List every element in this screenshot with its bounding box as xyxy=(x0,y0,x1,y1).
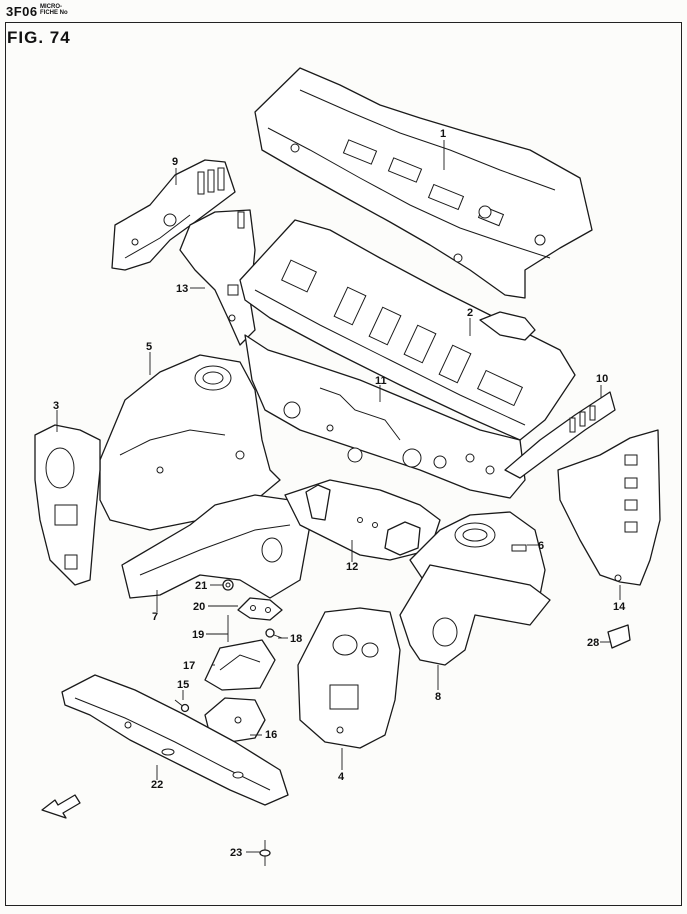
callout-5: 5 xyxy=(146,341,152,353)
part-23-bolt[interactable] xyxy=(259,840,271,866)
callout-19: 19 xyxy=(192,629,204,641)
callout-12: 12 xyxy=(346,561,358,573)
part-10-dash-side-bracket[interactable] xyxy=(504,391,616,479)
callout-20: 20 xyxy=(193,601,205,613)
callout-4: 4 xyxy=(338,771,345,783)
leader-lines xyxy=(56,140,621,853)
part-28-plug[interactable] xyxy=(607,624,631,649)
part-20-bracket[interactable] xyxy=(237,597,283,621)
part-7-left-side-member[interactable] xyxy=(121,494,311,599)
callout-3: 3 xyxy=(53,400,59,412)
callout-14: 14 xyxy=(613,601,626,613)
part-16-mount-bracket[interactable] xyxy=(204,697,266,743)
part-13-pillar-brace[interactable] xyxy=(179,209,256,346)
callout-6: 6 xyxy=(538,540,544,552)
part-1-cowl-top-panel[interactable] xyxy=(254,67,593,299)
callout-labels: 1 9 13 2 5 11 10 3 6 12 7 14 8 28 21 20 … xyxy=(53,128,626,859)
part-4-right-apron-front[interactable] xyxy=(297,607,401,749)
part-3-left-apron[interactable] xyxy=(34,424,101,586)
part-15-bolt[interactable] xyxy=(174,699,190,713)
callout-11: 11 xyxy=(375,375,387,387)
callout-17: 17 xyxy=(183,660,195,672)
part-2-dash-panel-upper[interactable] xyxy=(239,219,576,441)
figure-title: FIG. 74 xyxy=(7,28,71,47)
callout-23: 23 xyxy=(230,847,242,859)
callout-28: 28 xyxy=(587,637,599,649)
microfiche-line-2: FICHE No xyxy=(40,10,68,16)
figure-frame xyxy=(5,22,682,906)
callout-15: 15 xyxy=(177,679,189,691)
callout-2: 2 xyxy=(467,307,473,319)
callout-10: 10 xyxy=(596,373,608,385)
part-17-plate[interactable] xyxy=(204,639,276,691)
part-5-left-wheel-housing[interactable] xyxy=(99,354,281,531)
callout-18: 18 xyxy=(290,633,302,645)
part-21-nut[interactable] xyxy=(222,579,234,591)
part-11-dash-panel-lower[interactable] xyxy=(244,334,526,499)
front-direction-arrow-icon xyxy=(41,794,81,819)
microfiche-line-1: MICRO- xyxy=(40,4,62,10)
callout-9: 9 xyxy=(172,156,178,168)
page-code: 3F06 xyxy=(6,4,38,19)
callout-7: 7 xyxy=(152,611,158,623)
callout-13: 13 xyxy=(176,283,188,295)
part-22-front-crossmember[interactable] xyxy=(61,674,289,806)
microfiche-label: MICRO- FICHE No xyxy=(40,4,68,16)
part-18-bolt[interactable] xyxy=(265,628,283,639)
part-8-right-side-member[interactable] xyxy=(399,564,551,666)
callout-8: 8 xyxy=(435,691,441,703)
callout-22: 22 xyxy=(151,779,163,791)
part-9-side-bracket[interactable] xyxy=(111,159,236,271)
part-12-floor-crossmember[interactable] xyxy=(284,479,441,561)
part-14-right-side-panel[interactable] xyxy=(557,429,661,586)
callout-1: 1 xyxy=(440,128,446,140)
callout-21: 21 xyxy=(195,580,207,592)
callout-16: 16 xyxy=(265,729,277,741)
